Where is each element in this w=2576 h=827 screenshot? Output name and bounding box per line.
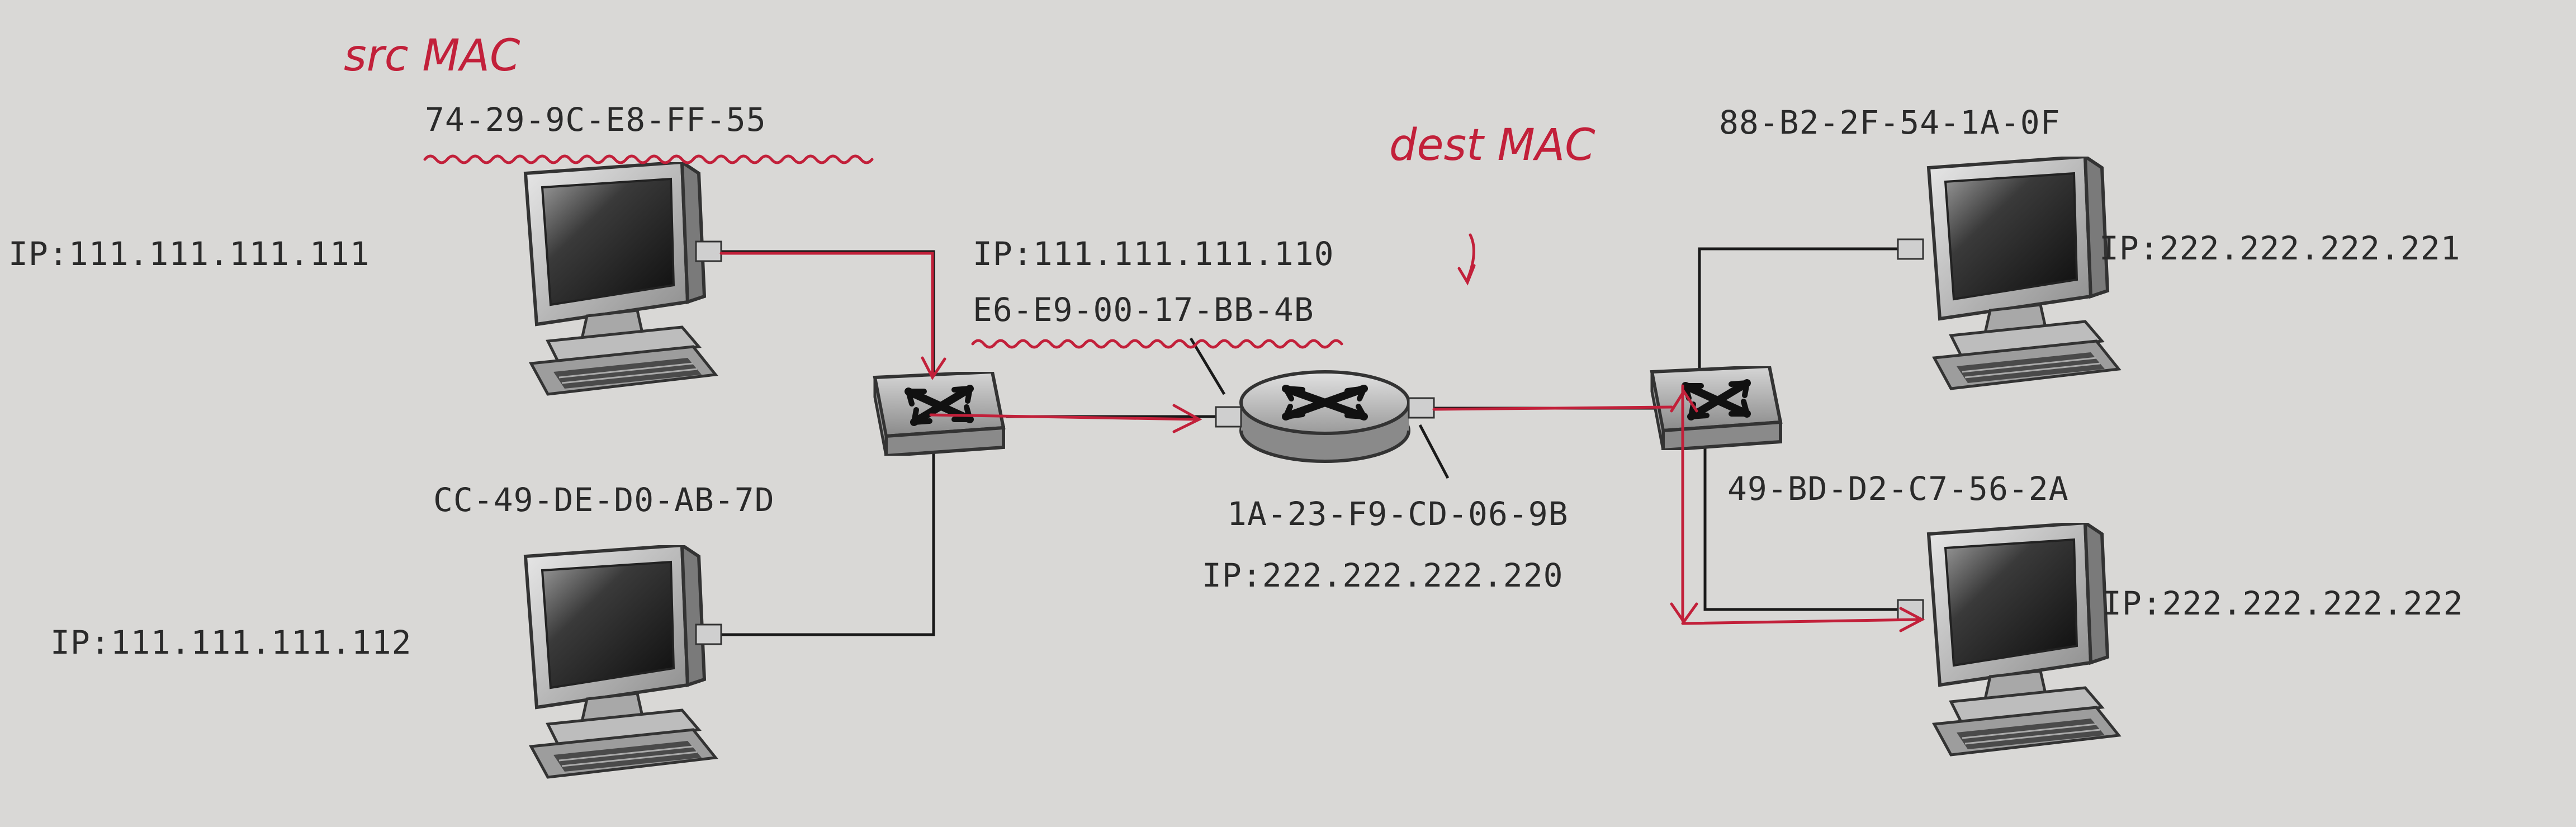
router-right-ip: IP:222.222.222.220 <box>1202 556 1564 594</box>
top-right-host-mac: 88-B2-2F-54-1A-0F <box>1719 103 2061 141</box>
router-left-mac: E6-E9-00-17-BB-4B <box>973 291 1314 329</box>
nic-port <box>695 623 722 645</box>
link-top-right-host <box>1698 247 1901 380</box>
bottom-right-host-mac: 49-BD-D2-C7-56-2A <box>1727 470 2069 508</box>
src-mac-annotation: src MAC <box>344 31 520 81</box>
arrowhead-right <box>1899 607 1925 632</box>
path-segment <box>1432 405 1673 411</box>
arrowhead-down <box>921 356 946 380</box>
dest-mac-annotation: dest MAC <box>1389 120 1595 171</box>
dest-mac-underline <box>971 339 1343 349</box>
bottom-left-host-ip: IP:111.111.111.112 <box>50 623 412 661</box>
top-left-host-ip: IP:111.111.111.111 <box>8 235 370 273</box>
bottom-right-host-ip: IP:222.222.222.222 <box>2102 584 2464 622</box>
link-top-left-host <box>721 250 935 386</box>
bottom-right-computer-icon <box>1929 523 2119 755</box>
src-mac-underline <box>423 154 874 164</box>
nic-port <box>1897 238 1924 260</box>
link-bottom-right-host <box>1703 425 1923 611</box>
arrowhead-up <box>1670 389 1698 413</box>
router-right-mac: 1A-23-F9-CD-06-9B <box>1227 495 1569 533</box>
nic-port <box>695 240 722 262</box>
bottom-left-host-mac: CC-49-DE-D0-AB-7D <box>433 481 775 519</box>
bottom-left-computer-icon <box>525 545 716 777</box>
link-bottom-left-host <box>721 447 935 636</box>
top-left-host-mac: 74-29-9C-E8-FF-55 <box>425 101 766 139</box>
dest-mac-pointer <box>1457 233 1476 286</box>
pointer-router-left <box>1189 337 1226 395</box>
path-segment <box>719 252 934 376</box>
frame-path-annotation <box>423 154 1925 632</box>
top-right-computer-icon <box>1929 157 2119 389</box>
top-right-host-ip: IP:222.222.222.221 <box>2099 229 2461 267</box>
top-left-computer-icon <box>525 162 716 394</box>
pointer-router-right <box>1418 424 1450 479</box>
router-icon <box>1215 370 1435 463</box>
arrowhead-down <box>1670 602 1698 625</box>
path-segment <box>929 413 1198 421</box>
router-left-ip: IP:111.111.111.110 <box>973 235 1334 273</box>
arrowhead-right <box>1172 404 1202 433</box>
path-segment <box>1681 618 1919 625</box>
